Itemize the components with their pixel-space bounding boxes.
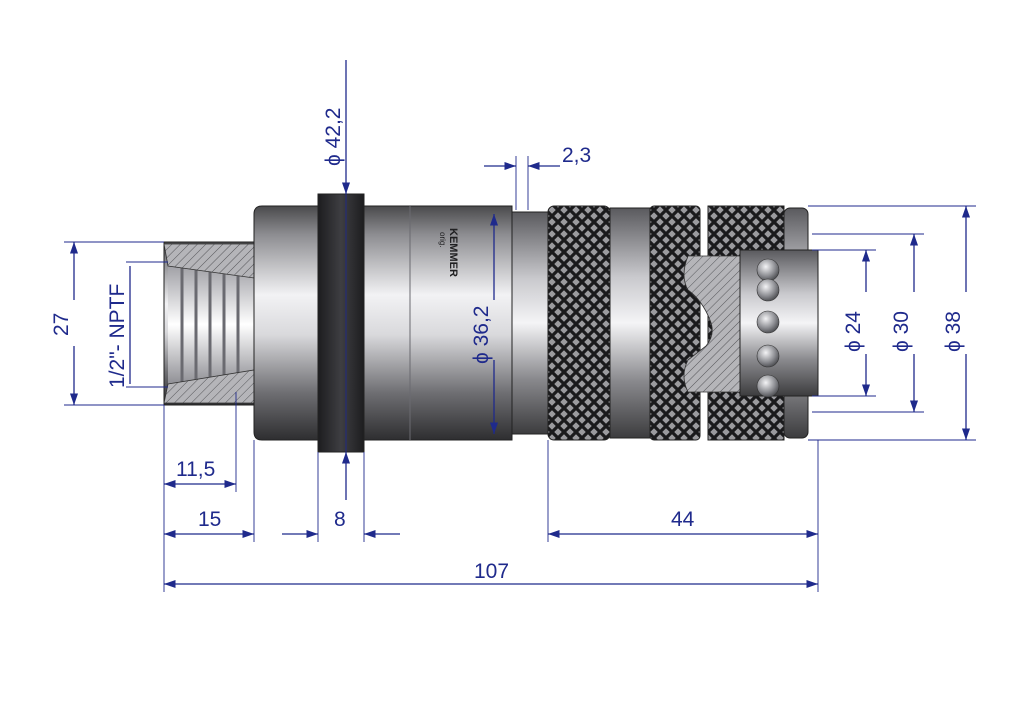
sleeve-band-1: [609, 207, 651, 439]
locking-ball-3: [756, 310, 780, 334]
dimensions: ϕ 42,2 2,3 ϕ 36,2 27 1/2"- NPTF 11,5 15: [50, 60, 976, 592]
brand-text: KEMMER: [447, 228, 459, 277]
locking-ball-2: [756, 278, 780, 302]
dim-thread: 1/2"- NPTF: [106, 284, 129, 388]
dim-d24: ϕ 24: [842, 311, 865, 352]
neck: [511, 211, 549, 435]
coupling-body: KEMMER orig.: [163, 193, 819, 453]
brand-marking: KEMMER orig.: [438, 228, 459, 277]
dim-d42-2: ϕ 42,2: [322, 108, 345, 166]
dim-2-3: 2,3: [562, 144, 591, 167]
dim-8: 8: [334, 508, 346, 531]
dim-27: 27: [50, 313, 73, 336]
locking-ball-1: [756, 258, 780, 282]
dim-11-5: 11,5: [176, 458, 215, 481]
dim-107: 107: [474, 560, 509, 583]
locking-ball-5: [756, 374, 780, 398]
locking-ball-4: [756, 344, 780, 368]
brand-subtext: orig.: [438, 232, 447, 248]
knurl-sleeve-1: [547, 205, 611, 441]
knurl-sleeve-2: [649, 205, 701, 441]
dim-44: 44: [671, 508, 695, 531]
main-barrel: [253, 205, 319, 441]
hex-collar: [317, 193, 365, 453]
dim-d36-2: ϕ 36,2: [470, 306, 493, 364]
thread-grooves: [180, 264, 240, 385]
dim-d38: ϕ 38: [942, 311, 965, 352]
dim-d30: ϕ 30: [890, 311, 913, 352]
dim-15: 15: [198, 508, 221, 531]
